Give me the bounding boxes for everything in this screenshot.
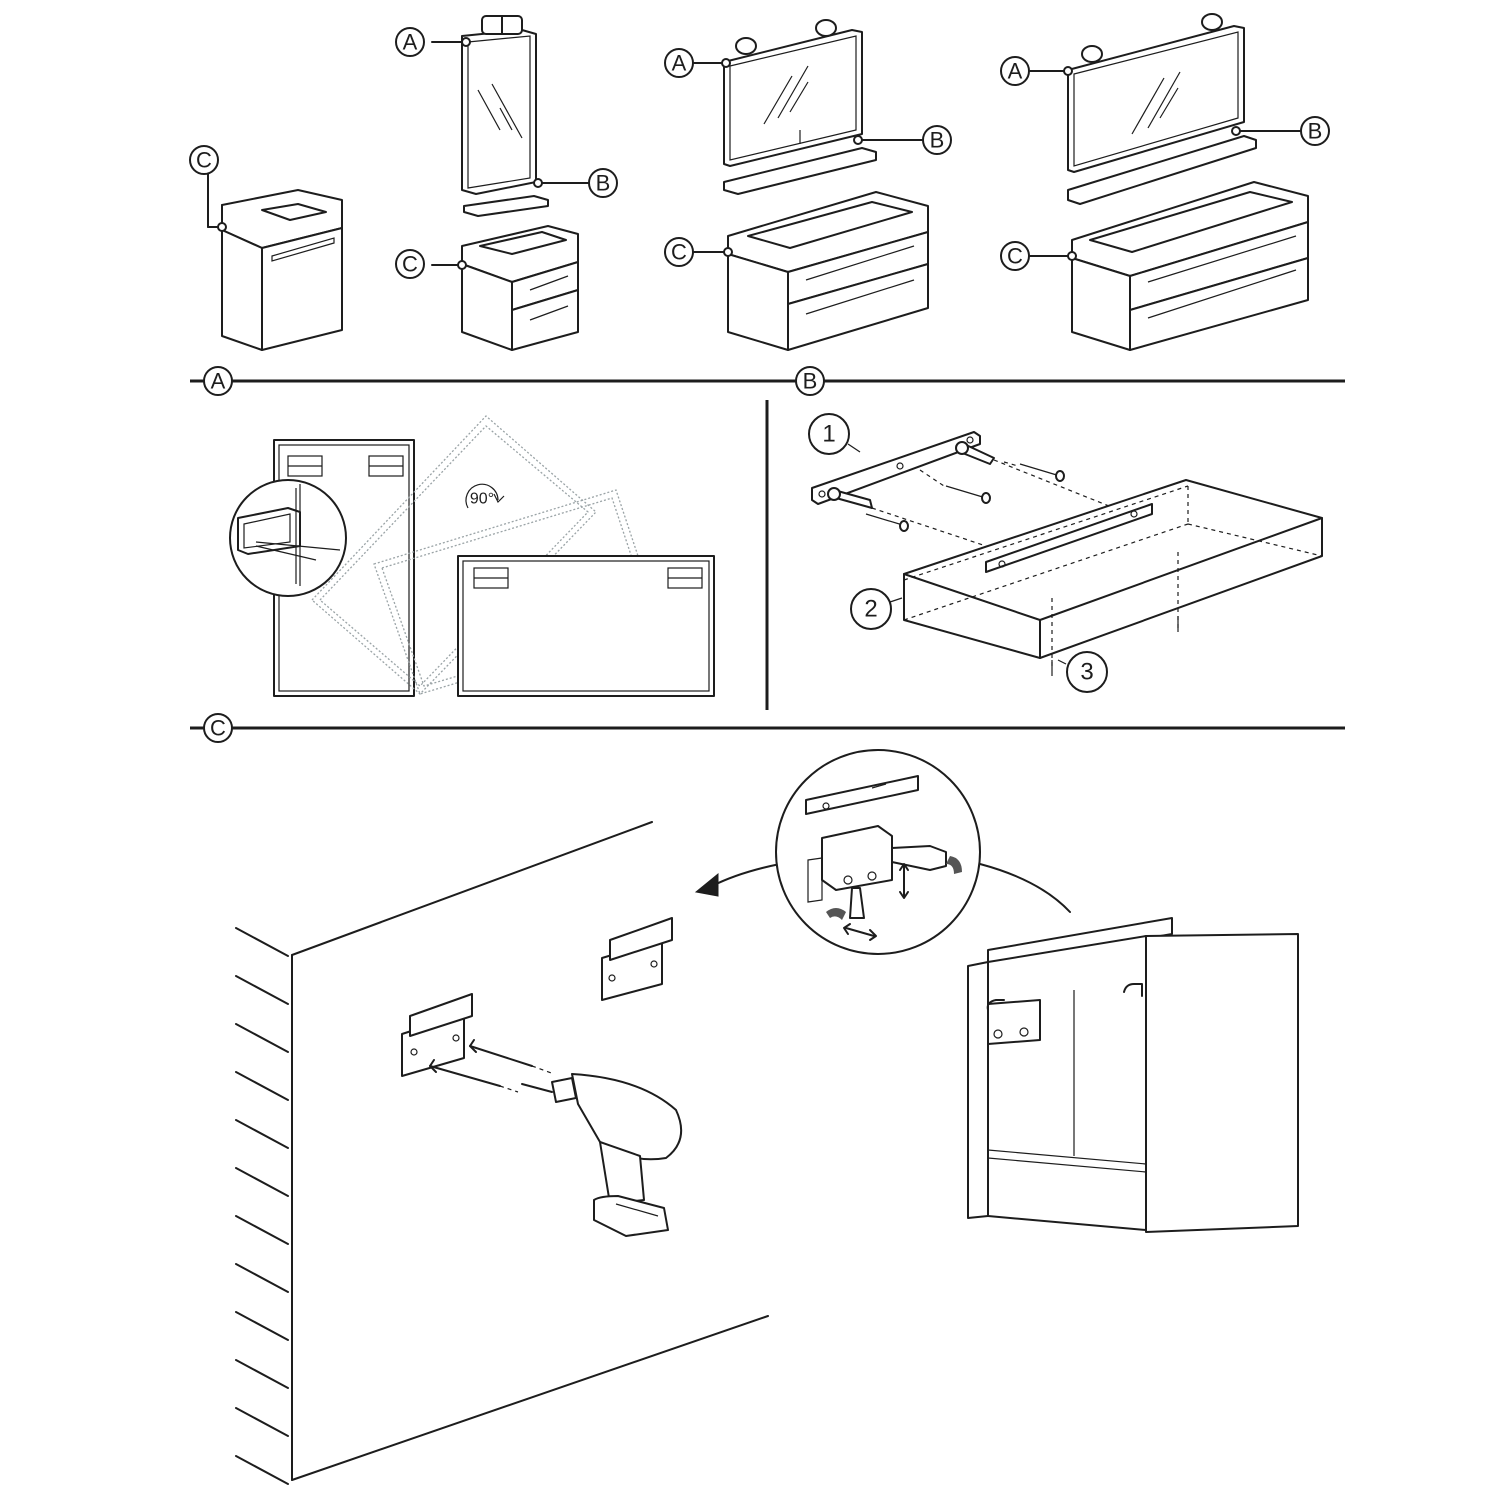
wall-hatching — [235, 927, 289, 1485]
config-3-callout-c: C — [664, 237, 694, 267]
screw-icon — [1019, 463, 1061, 477]
part-2-label: 2 — [864, 596, 877, 623]
hanger-adjust-detail — [775, 749, 981, 955]
callout-b-label: B — [596, 171, 611, 196]
part-2-callout: 2 — [850, 588, 903, 630]
section-a-header: A — [203, 366, 233, 396]
config-1-small-cabinet — [207, 171, 343, 351]
direction-arrow-icon — [711, 863, 781, 887]
part-1-callout: 1 — [808, 413, 861, 455]
section-b-label: B — [803, 369, 818, 394]
rotation-arrow-icon — [465, 483, 499, 509]
wall-top-edge — [291, 821, 653, 956]
callout-a-label: A — [1008, 59, 1023, 84]
callout-a-label: A — [403, 30, 418, 55]
config-2-callout-a: A — [395, 27, 425, 57]
insert-arrow-icon — [469, 1045, 533, 1067]
screw-icon — [945, 485, 987, 499]
wall-bottom-edge — [291, 1315, 769, 1481]
mounting-rail — [811, 431, 981, 505]
rotate-arrow-icon — [826, 908, 846, 920]
landscape-mirror-back — [457, 555, 715, 697]
callout-c-label: C — [671, 240, 687, 265]
section-a-label: A — [211, 369, 226, 394]
cabinet-carcass — [967, 917, 1299, 1233]
screwdriver-icon — [891, 845, 947, 871]
screw-icon — [255, 545, 317, 561]
config-2-shelf — [463, 178, 591, 217]
callout-a-label: A — [672, 51, 687, 76]
config-3-callout-a: A — [664, 48, 694, 78]
rotating-mirror-ghost — [311, 415, 597, 695]
insert-arrow-icon — [429, 1065, 501, 1087]
horizontal-adjust-arrow-icon — [845, 927, 875, 937]
spirit-level-icon — [805, 775, 919, 815]
section-a-mirror-rotation: 90° — [229, 415, 715, 697]
config-1-callout-c: C — [189, 145, 219, 175]
screwdriver-icon — [849, 887, 865, 919]
config-2-callout-b: B — [588, 168, 618, 198]
section-c-label: C — [210, 716, 226, 741]
part-3-callout: 3 — [1057, 651, 1108, 693]
rotation-label: 90° — [470, 491, 494, 508]
callout-b-label: B — [930, 128, 945, 153]
config-3-callout-b: B — [922, 125, 952, 155]
config-4-shelf — [1067, 126, 1301, 205]
section-c-wall-mounting — [235, 749, 1299, 1485]
config-2-portrait-mirror — [431, 15, 537, 195]
rotate-arrow-icon — [946, 856, 962, 874]
shelf-body — [903, 479, 1323, 659]
callout-c-label: C — [196, 148, 212, 173]
section-b-header: B — [795, 366, 825, 396]
bracket-detail-zoom — [229, 479, 347, 597]
callout-c-label: C — [1007, 244, 1023, 269]
part-3-label: 3 — [1080, 659, 1093, 686]
config-3-cabinet — [693, 191, 929, 351]
config-4-callout-b: B — [1300, 116, 1330, 146]
config-2-cabinet — [431, 225, 579, 351]
config-4-cabinet — [1029, 181, 1309, 351]
callout-b-label: B — [1308, 119, 1323, 144]
config-2-callout-c: C — [395, 249, 425, 279]
part-1-label: 1 — [822, 421, 835, 448]
screw-icon — [255, 541, 341, 551]
config-4-landscape-mirror — [1029, 13, 1245, 173]
power-drill-icon — [521, 1073, 683, 1237]
config-3-landscape-mirror — [693, 19, 863, 167]
section-b-shelf-mounting: 1 2 3 — [808, 413, 1323, 693]
wall-bracket — [601, 917, 673, 1001]
config-3-shelf — [723, 135, 923, 195]
config-4-callout-a: A — [1000, 56, 1030, 86]
section-c-header: C — [203, 713, 233, 743]
callout-c-label: C — [402, 252, 418, 277]
wall-bracket — [401, 993, 473, 1077]
config-4-callout-c: C — [1000, 241, 1030, 271]
